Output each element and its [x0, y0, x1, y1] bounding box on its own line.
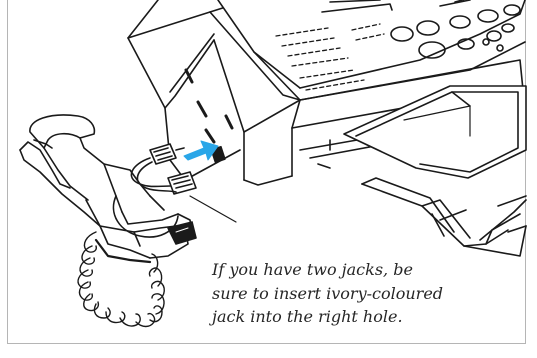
- instruction-caption: If you have two jacks, be sure to insert…: [212, 258, 512, 329]
- telephone-handset: [20, 115, 196, 262]
- insert-arrow: [184, 141, 218, 160]
- caption-line-2: sure to insert ivory-coloured: [212, 282, 512, 306]
- caption-line-3: jack into the right hole.: [212, 305, 512, 329]
- fax-machine: [128, 0, 526, 256]
- caption-line-1: If you have two jacks, be: [212, 258, 512, 282]
